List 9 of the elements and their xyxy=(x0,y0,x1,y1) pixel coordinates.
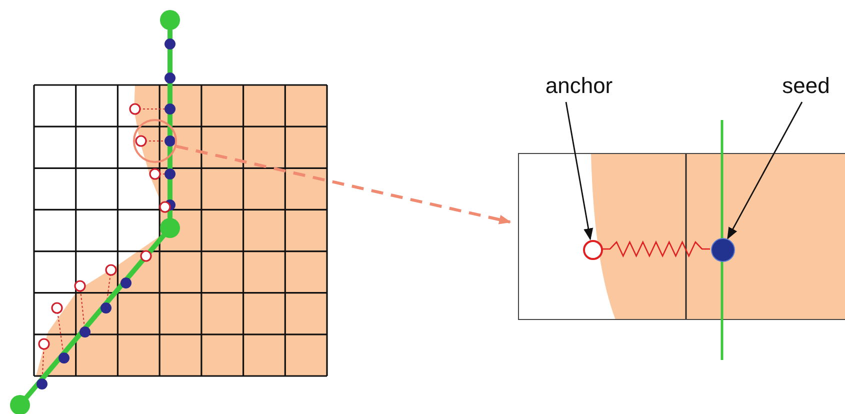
dashed-arrow xyxy=(176,144,512,224)
callout-label: seed xyxy=(768,70,844,102)
anchor-circle xyxy=(583,240,603,260)
spring-connector xyxy=(602,240,710,258)
zoom-panel xyxy=(518,153,845,320)
arrow xyxy=(565,102,594,240)
arrow xyxy=(727,102,803,240)
magnifier-circle xyxy=(133,119,177,163)
callout-label: anchor xyxy=(524,70,634,102)
